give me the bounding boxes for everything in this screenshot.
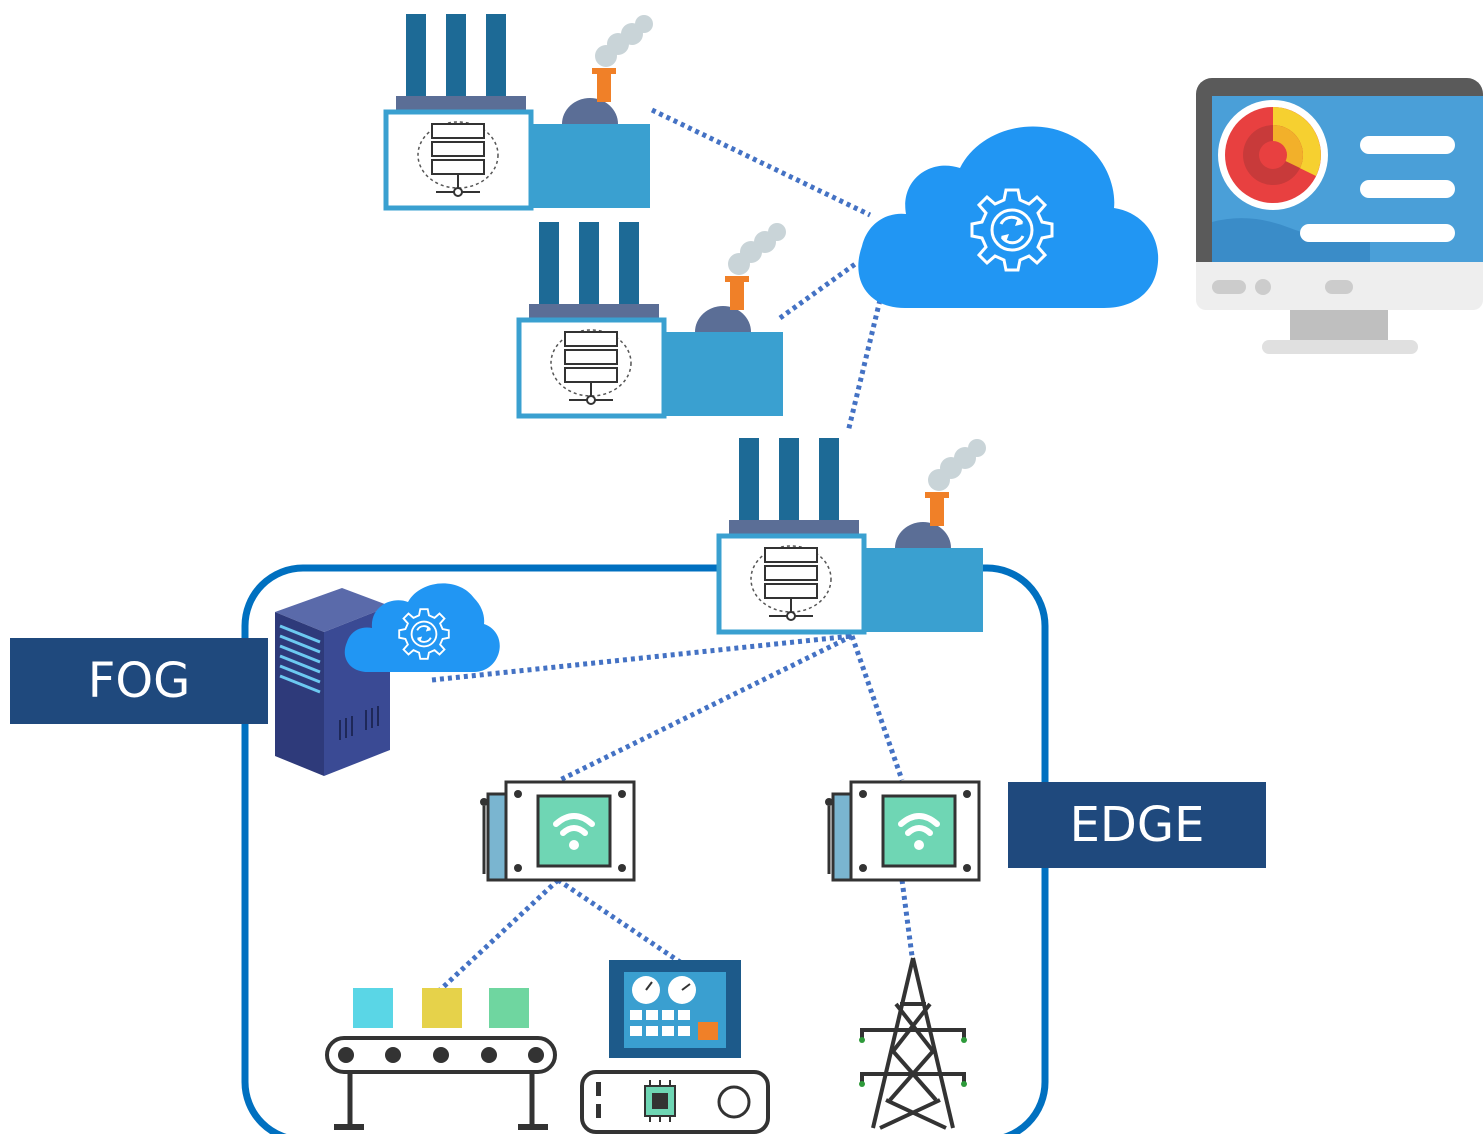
connection-lines xyxy=(431,107,915,992)
fog-label: FOG xyxy=(10,638,268,724)
dashboard-monitor-icon xyxy=(1196,78,1483,354)
conveyor-belt-icon xyxy=(325,988,557,1130)
fog-server-icon xyxy=(275,588,390,776)
fog-cloud-gear-icon xyxy=(344,583,500,672)
factory-server-icon xyxy=(519,222,786,416)
cloud-gear-icon xyxy=(858,126,1159,309)
wifi-gateway-icon xyxy=(480,782,634,880)
power-tower-icon xyxy=(860,957,966,1130)
edge-label: EDGE xyxy=(1008,782,1266,868)
factory-server-icon xyxy=(719,438,986,632)
control-panel-icon xyxy=(580,960,770,1134)
factory-server-icon xyxy=(386,14,653,208)
insulator-dots xyxy=(859,1037,967,1087)
wifi-gateway-icon xyxy=(825,782,979,880)
